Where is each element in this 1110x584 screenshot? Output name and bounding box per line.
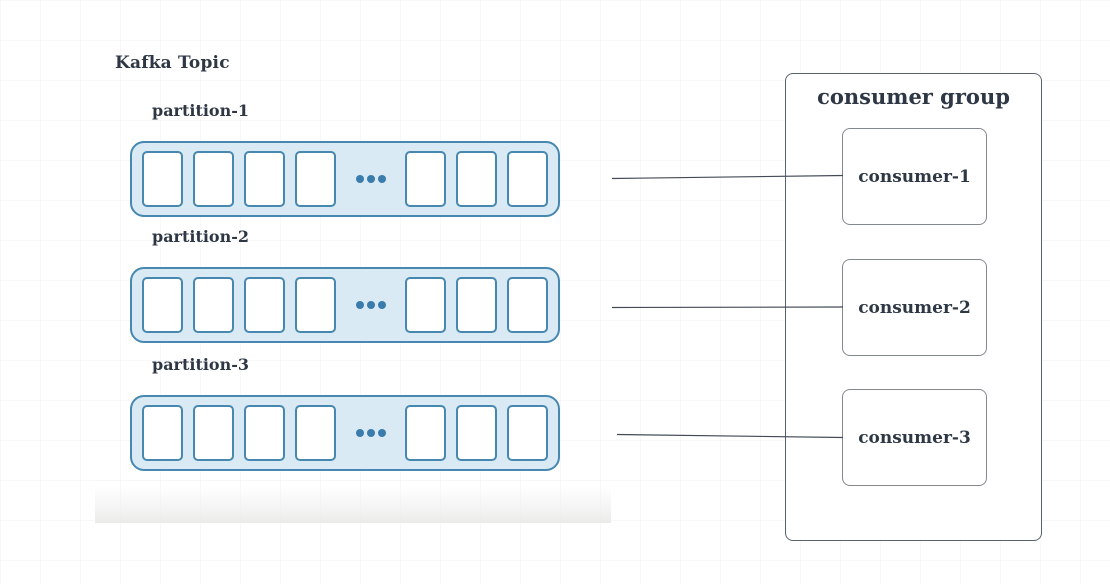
consumer-label: consumer-3 — [858, 427, 971, 448]
message-slot-cell — [244, 405, 285, 461]
partition-label: partition-2 — [152, 227, 249, 246]
partition-group: partition-3 — [130, 355, 560, 471]
kafka-topic-label: Kafka Topic — [115, 53, 230, 73]
message-slot-cell — [142, 277, 183, 333]
ellipsis-dot — [377, 175, 386, 183]
ellipsis-dot — [366, 301, 375, 309]
consumer-box: consumer-1 — [842, 128, 987, 225]
message-slot-cell — [142, 151, 183, 207]
message-slot-cell — [244, 277, 285, 333]
consumer-group-title: consumer group — [817, 84, 1010, 109]
message-slot-cell — [456, 277, 497, 333]
partition-group: partition-2 — [130, 227, 560, 343]
message-slot-cell — [295, 405, 336, 461]
message-slot-cell — [193, 405, 234, 461]
ellipsis-dot — [366, 429, 375, 437]
partition-group: partition-1 — [130, 101, 560, 217]
partition-label: partition-3 — [152, 355, 249, 374]
message-slot-cell — [405, 405, 446, 461]
ellipsis-dot — [377, 301, 386, 309]
partition-label: partition-1 — [152, 101, 249, 120]
message-slot-cell — [295, 151, 336, 207]
consumer-box: consumer-3 — [842, 389, 987, 486]
message-slot-cell — [295, 277, 336, 333]
message-slot-cell — [193, 151, 234, 207]
consumer-label: consumer-1 — [858, 166, 971, 187]
ellipsis-dots — [346, 301, 395, 309]
message-slot-cell — [142, 405, 183, 461]
ellipsis-dot — [366, 175, 375, 183]
bottom-gradient-band — [95, 486, 611, 523]
partition-box — [130, 395, 560, 471]
message-slot-cell — [507, 277, 548, 333]
message-slot-cell — [193, 277, 234, 333]
partition-box — [130, 267, 560, 343]
ellipsis-dots — [346, 429, 395, 437]
message-slot-cell — [405, 151, 446, 207]
message-slot-cell — [456, 151, 497, 207]
ellipsis-dot — [355, 175, 364, 183]
message-slot-cell — [405, 277, 446, 333]
ellipsis-dot — [355, 301, 364, 309]
ellipsis-dots — [346, 175, 395, 183]
partition-box — [130, 141, 560, 217]
message-slot-cell — [507, 405, 548, 461]
consumer-group-box: consumer group consumer-1 consumer-2 con… — [785, 73, 1042, 541]
message-slot-cell — [244, 151, 285, 207]
consumer-box: consumer-2 — [842, 259, 987, 356]
message-slot-cell — [456, 405, 497, 461]
consumer-label: consumer-2 — [858, 297, 971, 318]
message-slot-cell — [507, 151, 548, 207]
ellipsis-dot — [377, 429, 386, 437]
ellipsis-dot — [355, 429, 364, 437]
